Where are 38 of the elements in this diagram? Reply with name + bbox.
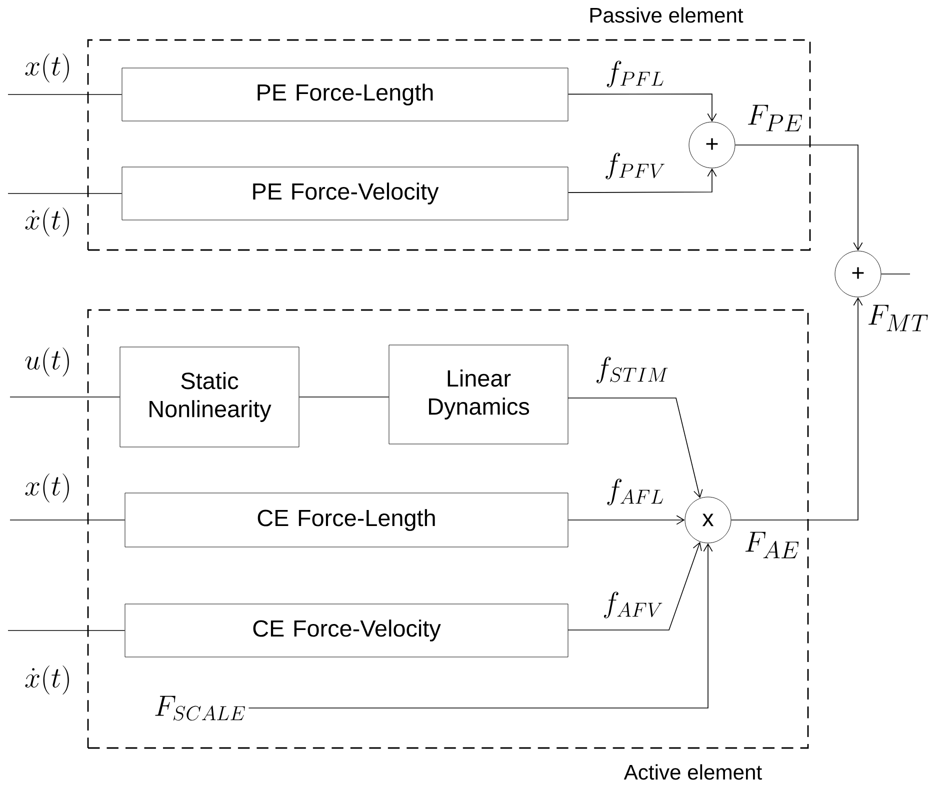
summing-junction: x [684,496,732,544]
edge-label: $F_{PE}$ [745,104,805,132]
edge-label: $F_{MT}$ [866,304,930,332]
process-box: PE Force-Velocity [122,166,568,220]
edge-label: $f_{PFL}$ [604,60,666,88]
signal-label: $F_{SCALE}$ [155,696,245,721]
summing-junction: + [834,250,882,298]
arrow [568,515,685,525]
process-box: CE Force-Length [124,492,568,548]
edge-label: $\dot{x}(t)$ [23,206,73,238]
summing-junction: + [688,122,736,168]
edge-label: $f_{AFL}$ [604,478,666,506]
group-title: Passive element [590,7,744,23]
connector-line [8,94,122,95]
connector-line [298,396,390,398]
arrow [734,144,863,251]
process-box: Static Nonlinearity [120,346,300,448]
arrow [730,297,863,520]
process-box: PE Force-Length [122,68,568,122]
edge-label: $x(t)$ [23,52,73,84]
edge-label: $u(t)$ [23,346,73,378]
arrow [568,542,702,630]
edge-label: $\dot{x}(t)$ [23,664,73,696]
edge-label: $f_{STIM}$ [594,356,670,384]
edge-label: $F_{AE}$ [742,530,802,560]
arrow [568,94,717,122]
connector-line [8,193,122,194]
arrow [248,543,713,708]
process-box: Linear Dynamics [388,344,568,444]
edge-label: $f_{PFV}$ [602,152,668,180]
arrow [568,168,717,193]
connector-line [8,630,126,631]
process-box: CE Force-Velocity [124,604,568,658]
edge-label: $f_{AFV}$ [601,590,665,620]
connector-line [10,396,120,398]
arrow [568,398,703,498]
edge-label: $x(t)$ [23,472,73,504]
group-title: Active element [624,764,762,780]
